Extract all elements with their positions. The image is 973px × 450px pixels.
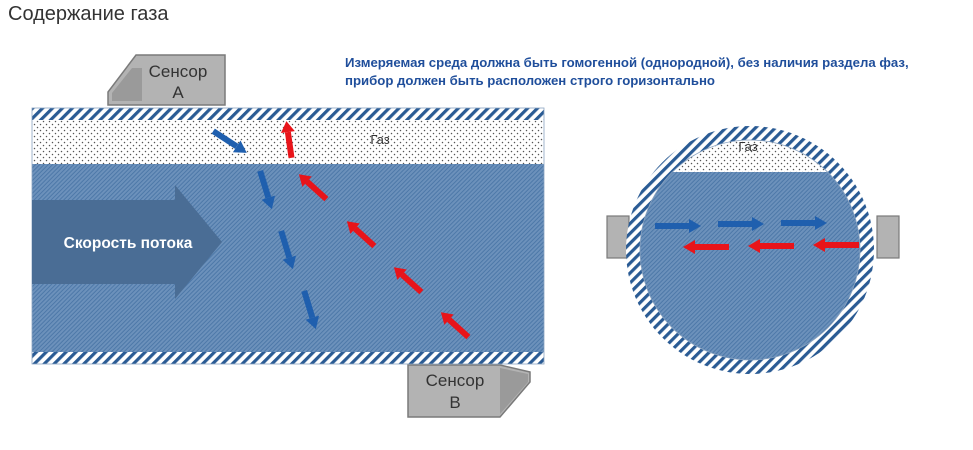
- sensor-a: Сенсор А: [107, 54, 226, 106]
- cross-section-red-arrows: [683, 238, 859, 254]
- flow-velocity-arrow: Скорость потока: [32, 185, 222, 299]
- red-arrow: [748, 239, 794, 253]
- blue-arrow: [655, 219, 701, 233]
- red-arrow: [393, 267, 424, 295]
- red-arrow: [298, 174, 329, 202]
- pipe-bottom-wall: [32, 352, 544, 364]
- blue-signal-path: [211, 128, 320, 330]
- page-title: Содержание газа: [8, 3, 169, 25]
- sensor-a-label-line1: Сенсор: [149, 62, 208, 81]
- pipe-top-wall: [32, 108, 544, 120]
- sensor-b-bevel: [500, 368, 528, 414]
- sensor-a-bevel: [112, 68, 142, 101]
- sensor-a-label-line2: А: [172, 83, 184, 102]
- flow-velocity-label: Скорость потока: [64, 235, 193, 252]
- red-arrow: [813, 238, 859, 252]
- pipe-cross-section: Газ: [606, 126, 900, 374]
- blue-arrow: [257, 169, 276, 210]
- blue-arrow: [278, 229, 297, 270]
- red-signal-path: [280, 121, 471, 340]
- red-arrow: [280, 121, 295, 159]
- pipe-gas-label: Газ: [370, 132, 389, 147]
- cross-section-sensor-right: [876, 215, 900, 259]
- sensor-b-body: [407, 364, 531, 418]
- sensor-b-label-line1: Сенсор: [426, 371, 485, 390]
- blue-arrow: [301, 289, 320, 330]
- blue-arrow: [781, 216, 827, 230]
- red-arrow: [346, 221, 377, 249]
- blue-arrow: [211, 128, 247, 153]
- red-arrow: [440, 312, 471, 340]
- sensor-b-label-line2: В: [449, 393, 460, 412]
- cross-section-blue-arrows: [655, 216, 827, 233]
- sensor-b: Сенсор В: [407, 364, 531, 418]
- installation-note: Измеряемая среда должна быть гомогенной …: [345, 55, 909, 88]
- cross-section-sensor-left: [606, 215, 630, 259]
- red-arrow: [683, 240, 729, 254]
- cross-section-gas-label: Газ: [738, 139, 757, 154]
- blue-arrow: [718, 217, 764, 231]
